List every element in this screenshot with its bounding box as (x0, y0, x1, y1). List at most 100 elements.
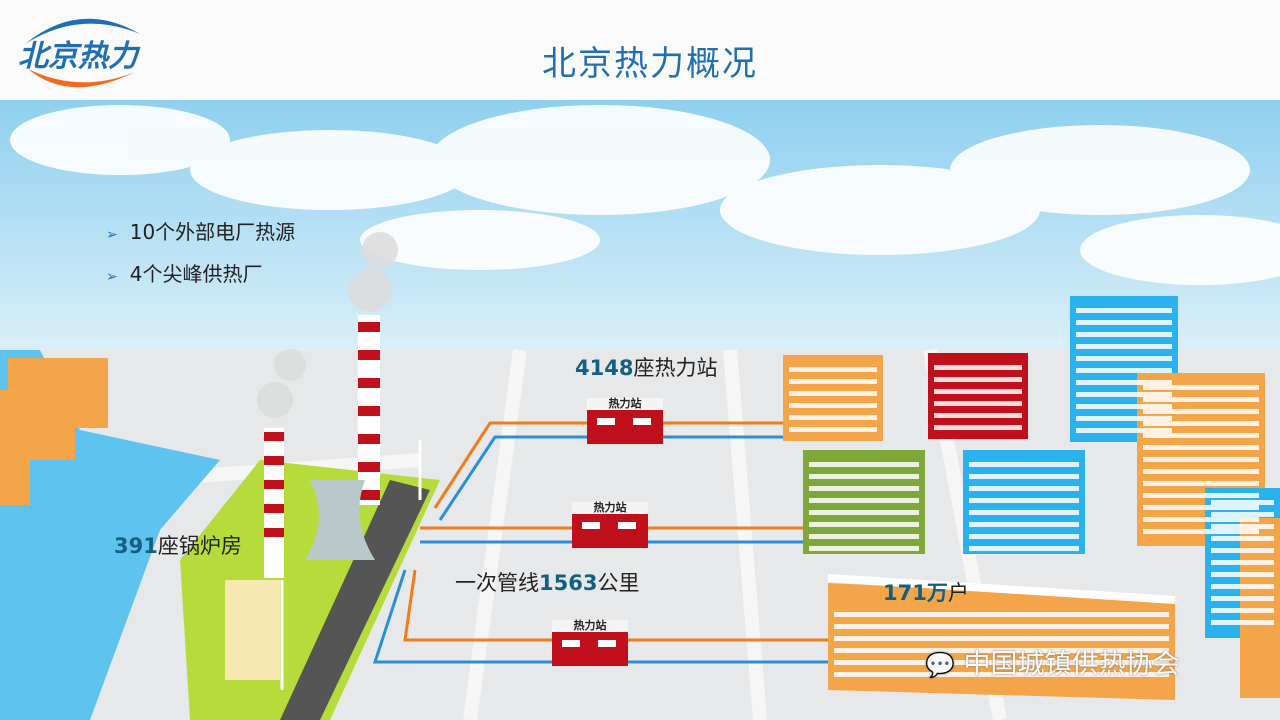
window-row (934, 389, 1022, 394)
window-row (789, 367, 877, 372)
window-row (1211, 560, 1274, 565)
window-row (834, 612, 1169, 617)
window-row (1211, 524, 1274, 529)
cooling-tower (305, 480, 375, 560)
window-row (1211, 548, 1274, 553)
svg-text:北京热力: 北京热力 (18, 39, 141, 74)
window-row (1143, 505, 1259, 510)
window-row (1143, 409, 1259, 414)
window-row (969, 462, 1079, 467)
window-row (809, 534, 919, 539)
window-row (1143, 469, 1259, 474)
window-row (934, 413, 1022, 418)
window-row (1143, 421, 1259, 426)
window-row (1143, 445, 1259, 450)
boilers-count: 391 (114, 534, 158, 558)
bullet-text: 4个尖峰供热厂 (129, 262, 263, 286)
boilers-label: 391座锅炉房 (114, 530, 242, 560)
window-row (934, 365, 1022, 370)
window-row (1076, 332, 1172, 337)
window-row (1076, 344, 1172, 349)
window-row (1143, 397, 1259, 402)
window-row (1143, 457, 1259, 462)
window-row (1143, 433, 1259, 438)
window-row (1076, 368, 1172, 373)
window-row (834, 636, 1169, 641)
window-row (1211, 596, 1274, 601)
boilers-text: 座锅炉房 (157, 534, 242, 558)
window-row (969, 498, 1079, 503)
window-row (1076, 416, 1172, 421)
window-row (1211, 500, 1274, 505)
window-row (809, 474, 919, 479)
pipelines (372, 421, 835, 664)
stations-count: 4148 (575, 356, 634, 380)
window-row (789, 379, 877, 384)
pipeline-length: 1563 (539, 571, 598, 595)
window-row (834, 648, 1169, 653)
households-count: 171 (883, 581, 927, 605)
window-row (969, 546, 1079, 551)
pipeline-pre: 一次管线 (455, 571, 539, 595)
bullet-text: 10个外部电厂热源 (129, 220, 296, 244)
page-title: 北京热力概况 (542, 44, 758, 84)
window-row (969, 486, 1079, 491)
window-row (834, 672, 1169, 677)
window-row (1211, 572, 1274, 577)
building-left (0, 358, 108, 505)
window-row (1211, 584, 1274, 589)
arrow-bullet-icon: ➢ (106, 227, 118, 243)
window-row (1143, 517, 1259, 522)
window-row (1076, 356, 1172, 361)
residential-building (225, 580, 280, 680)
window-row (809, 522, 919, 527)
window-row (1076, 308, 1172, 313)
wind-turbines (280, 440, 422, 690)
window-row (1143, 529, 1259, 534)
window-row (789, 415, 877, 420)
wechat-icon: 💬 (925, 651, 955, 679)
window-row (809, 462, 919, 467)
window-row (969, 522, 1079, 527)
window-row (834, 624, 1169, 629)
pipeline-label: 一次管线1563公里 (455, 567, 639, 597)
window-row (934, 401, 1022, 406)
window-row (834, 660, 1169, 665)
building-windows (789, 308, 1274, 677)
window-row (1076, 404, 1172, 409)
window-row (1076, 380, 1172, 385)
header: 北京热力 北京热力概况 (0, 0, 1280, 100)
window-row (809, 510, 919, 515)
window-row (1143, 385, 1259, 390)
heat-station-1: 热力站 (587, 398, 663, 444)
window-row (789, 391, 877, 396)
heat-station-3: 热力站 (552, 620, 628, 666)
window-row (809, 546, 919, 551)
watermark: 💬 中国城镇供热协会 (925, 642, 1179, 681)
households-text: 户 (947, 581, 969, 605)
window-row (789, 403, 877, 408)
pipeline-unit: 公里 (597, 571, 640, 595)
window-row (809, 498, 919, 503)
watermark-text: 中国城镇供热协会 (963, 649, 1180, 680)
stations-label: 4148座热力站 (575, 352, 717, 382)
station-label: 热力站 (552, 620, 628, 632)
window-row (1211, 620, 1274, 625)
window-row (969, 474, 1079, 479)
window-row (934, 425, 1022, 430)
road-plant (280, 480, 430, 720)
households-label: 171万户 (883, 577, 969, 607)
window-row (789, 427, 877, 432)
chimneys (257, 232, 398, 578)
window-row (1211, 512, 1274, 517)
station-label: 热力站 (587, 398, 663, 410)
clouds (10, 105, 1280, 285)
window-row (1143, 481, 1259, 486)
stations-text: 座热力站 (633, 356, 718, 380)
window-row (1076, 428, 1172, 433)
window-row (1211, 536, 1274, 541)
window-row (809, 486, 919, 491)
window-row (934, 377, 1022, 382)
beijing-heat-logo: 北京热力 (18, 18, 141, 88)
heating-illustration (0, 100, 1280, 720)
